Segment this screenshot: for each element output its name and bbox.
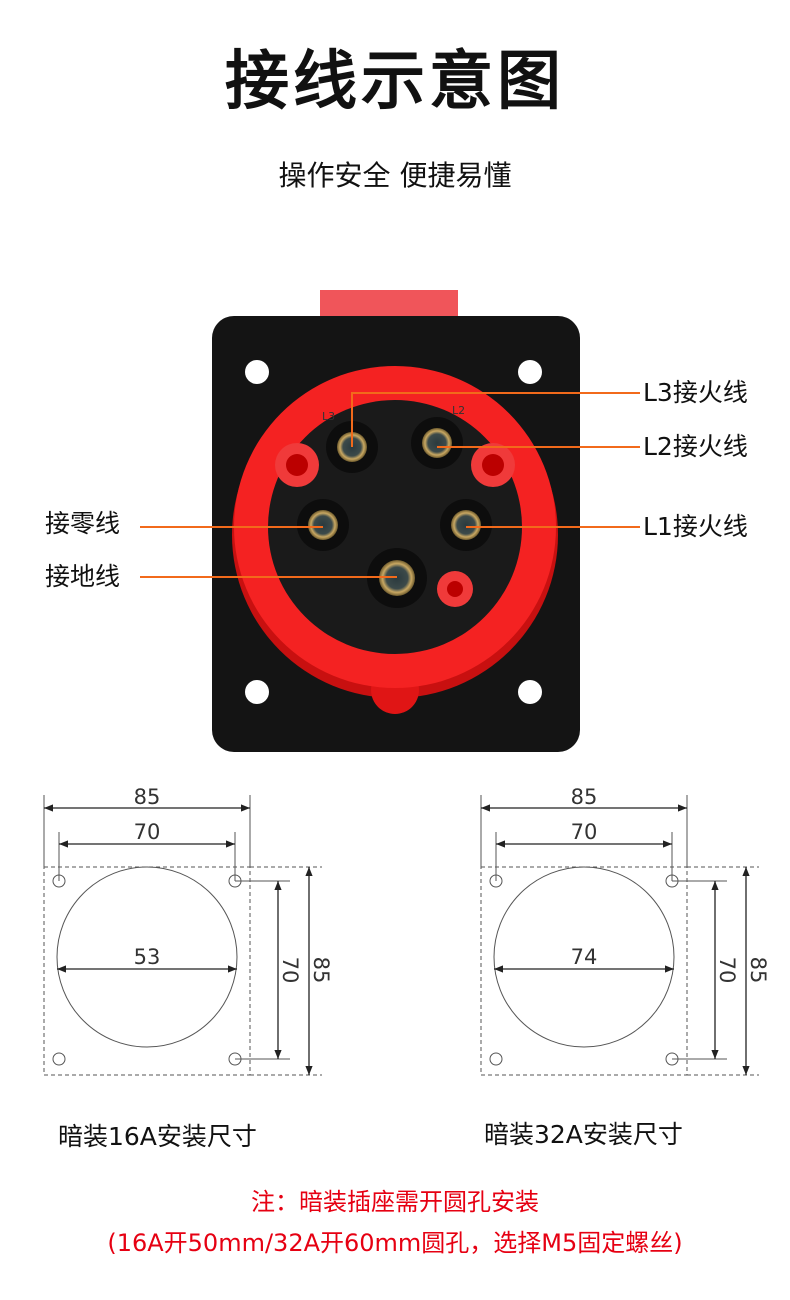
page-title: 接线示意图 <box>225 45 565 119</box>
callout-lines <box>140 392 640 578</box>
dim-hole-height: 70 <box>715 957 739 984</box>
callout-l1: L1接火线 <box>643 512 748 541</box>
note-line-2: (16A开50mm/32A开60mm圆孔，选择M5固定螺丝) <box>107 1229 683 1257</box>
caption-32a: 暗装32A安装尺寸 <box>484 1120 683 1149</box>
page-subtitle: 操作安全 便捷易懂 <box>278 159 512 192</box>
socket-photo: L3 L2 <box>140 290 640 752</box>
aux-red-holes <box>275 443 515 607</box>
red-cover-tab <box>320 290 458 320</box>
pin-l2 <box>411 417 463 469</box>
dim-cutout-diameter: 53 <box>134 945 161 969</box>
pin-l3-marking: L3 <box>322 410 335 423</box>
mounting-holes <box>245 360 542 704</box>
caption-16a: 暗装16A安装尺寸 <box>58 1122 257 1151</box>
dim-hole-height: 70 <box>278 957 302 984</box>
dim-cutout-diameter: 74 <box>571 945 598 969</box>
dim-outer-height: 85 <box>309 957 333 984</box>
dim-outer-width: 85 <box>134 785 161 809</box>
dim-outer-width: 85 <box>571 785 598 809</box>
callout-l2: L2接火线 <box>643 432 748 461</box>
dimension-drawing-16a: 85 70 53 70 85 <box>43 785 333 1076</box>
callout-ground: 接地线 <box>45 562 121 591</box>
note-line-1: 注：暗装插座需开圆孔安装 <box>251 1188 539 1216</box>
callout-neutral: 接零线 <box>45 509 121 538</box>
dimension-drawings: 85 70 53 70 85 85 70 74 70 <box>43 785 770 1076</box>
dim-hole-width: 70 <box>571 820 598 844</box>
pin-l1 <box>440 499 492 551</box>
pin-l2-marking: L2 <box>452 404 465 417</box>
callout-l3: L3接火线 <box>643 378 748 407</box>
dimension-drawing-32a: 85 70 74 70 85 <box>480 785 770 1076</box>
dim-outer-height: 85 <box>746 957 770 984</box>
pin-neutral <box>297 499 349 551</box>
dim-hole-width: 70 <box>134 820 161 844</box>
